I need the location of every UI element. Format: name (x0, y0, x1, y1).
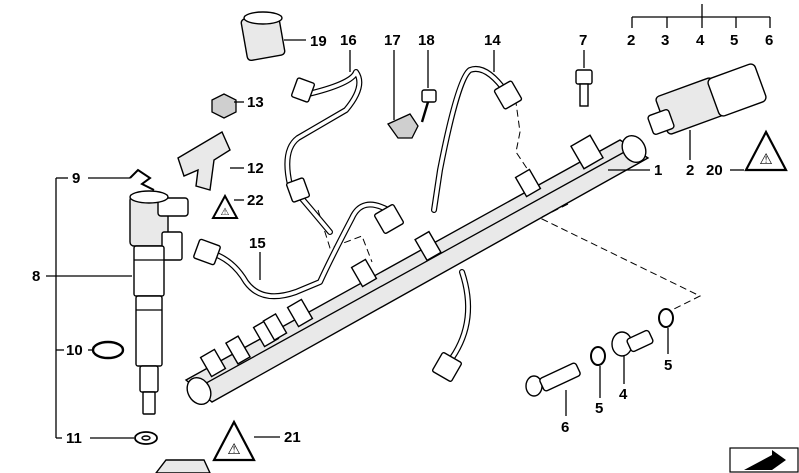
bolt-7[interactable] (575, 69, 593, 107)
callout-labels: 2 3 4 5 6 19 16 17 18 14 7 13 12 22 15 1… (32, 32, 773, 447)
svg-text:⚠: ⚠ (227, 440, 240, 458)
fitting-4[interactable] (611, 329, 654, 357)
nut-13[interactable] (211, 93, 237, 119)
sleeve-19[interactable] (240, 11, 286, 62)
o-ring-10[interactable] (91, 340, 125, 360)
callout-21: 21 (284, 429, 301, 446)
callout-6-lower: 6 (561, 419, 569, 436)
leader-lines (46, 4, 771, 439)
callout-2-valve: 2 (686, 162, 694, 179)
callout-8: 8 (32, 268, 40, 285)
callout-16: 16 (340, 32, 357, 49)
callout-9: 9 (72, 170, 80, 187)
callout-22: 22 (247, 192, 264, 209)
callout-6-top: 6 (765, 32, 773, 49)
svg-text:⚠: ⚠ (759, 150, 772, 168)
high-pressure-line-15[interactable] (193, 201, 404, 300)
callout-18: 18 (418, 32, 435, 49)
high-pressure-line-16[interactable] (284, 69, 363, 235)
callout-1: 1 (654, 162, 662, 179)
callout-14: 14 (484, 32, 501, 49)
pressure-control-valve[interactable] (647, 63, 767, 136)
lower-return-line[interactable] (432, 269, 472, 382)
hollow-bolt-6[interactable] (525, 362, 581, 397)
dashed-connection-lines (317, 87, 702, 313)
callout-19: 19 (310, 33, 327, 50)
cut-off-part (155, 459, 211, 473)
screw-18[interactable] (420, 89, 437, 123)
callout-5-right: 5 (664, 357, 672, 374)
rail-outlets (199, 168, 542, 378)
callout-4-lower: 4 (619, 386, 628, 403)
next-page-arrow-icon[interactable] (729, 447, 799, 473)
warning-triangle-icon: ⚠ (211, 193, 239, 219)
clamping-claw-12[interactable] (177, 130, 231, 191)
fuel-rail[interactable] (182, 131, 650, 408)
svg-text:⚠: ⚠ (221, 207, 230, 218)
callout-11: 11 (66, 430, 82, 447)
callout-13: 13 (247, 94, 264, 111)
washer-11[interactable] (134, 431, 158, 445)
fuel-injector[interactable] (129, 190, 189, 415)
callout-5-lower: 5 (595, 400, 603, 417)
callout-2-top: 2 (627, 32, 635, 49)
warning-triangle-icon: ⚠ (744, 129, 788, 172)
warning-triangle-icon: ⚠ (212, 419, 256, 462)
callout-12: 12 (247, 160, 264, 177)
callout-10: 10 (66, 342, 83, 359)
callout-15: 15 (249, 235, 266, 252)
callout-20: 20 (706, 162, 723, 179)
callout-5-top: 5 (730, 32, 738, 49)
seal-ring-5b[interactable] (658, 308, 674, 328)
callout-3: 3 (661, 32, 669, 49)
callout-4-top: 4 (696, 32, 705, 49)
high-pressure-line-14[interactable] (431, 66, 523, 213)
callout-17: 17 (384, 32, 401, 49)
seal-ring-5a[interactable] (590, 346, 606, 366)
clip-9[interactable] (129, 168, 155, 191)
callout-7: 7 (579, 32, 587, 49)
bracket-17[interactable] (387, 113, 419, 139)
